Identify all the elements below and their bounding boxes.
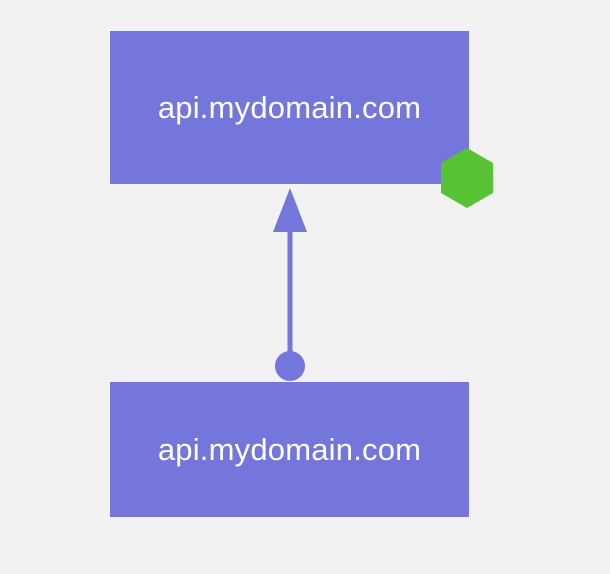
bottom-node-label: api.mydomain.com [157, 431, 422, 467]
connector-tail-dot [275, 351, 305, 381]
bottom-node: api.mydomain.com [110, 382, 469, 517]
top-node-label: api.mydomain.com [157, 89, 422, 125]
top-node: api.mydomain.com [110, 31, 469, 184]
green-hexagon-icon [441, 148, 493, 208]
arrow-head-icon [273, 188, 307, 232]
